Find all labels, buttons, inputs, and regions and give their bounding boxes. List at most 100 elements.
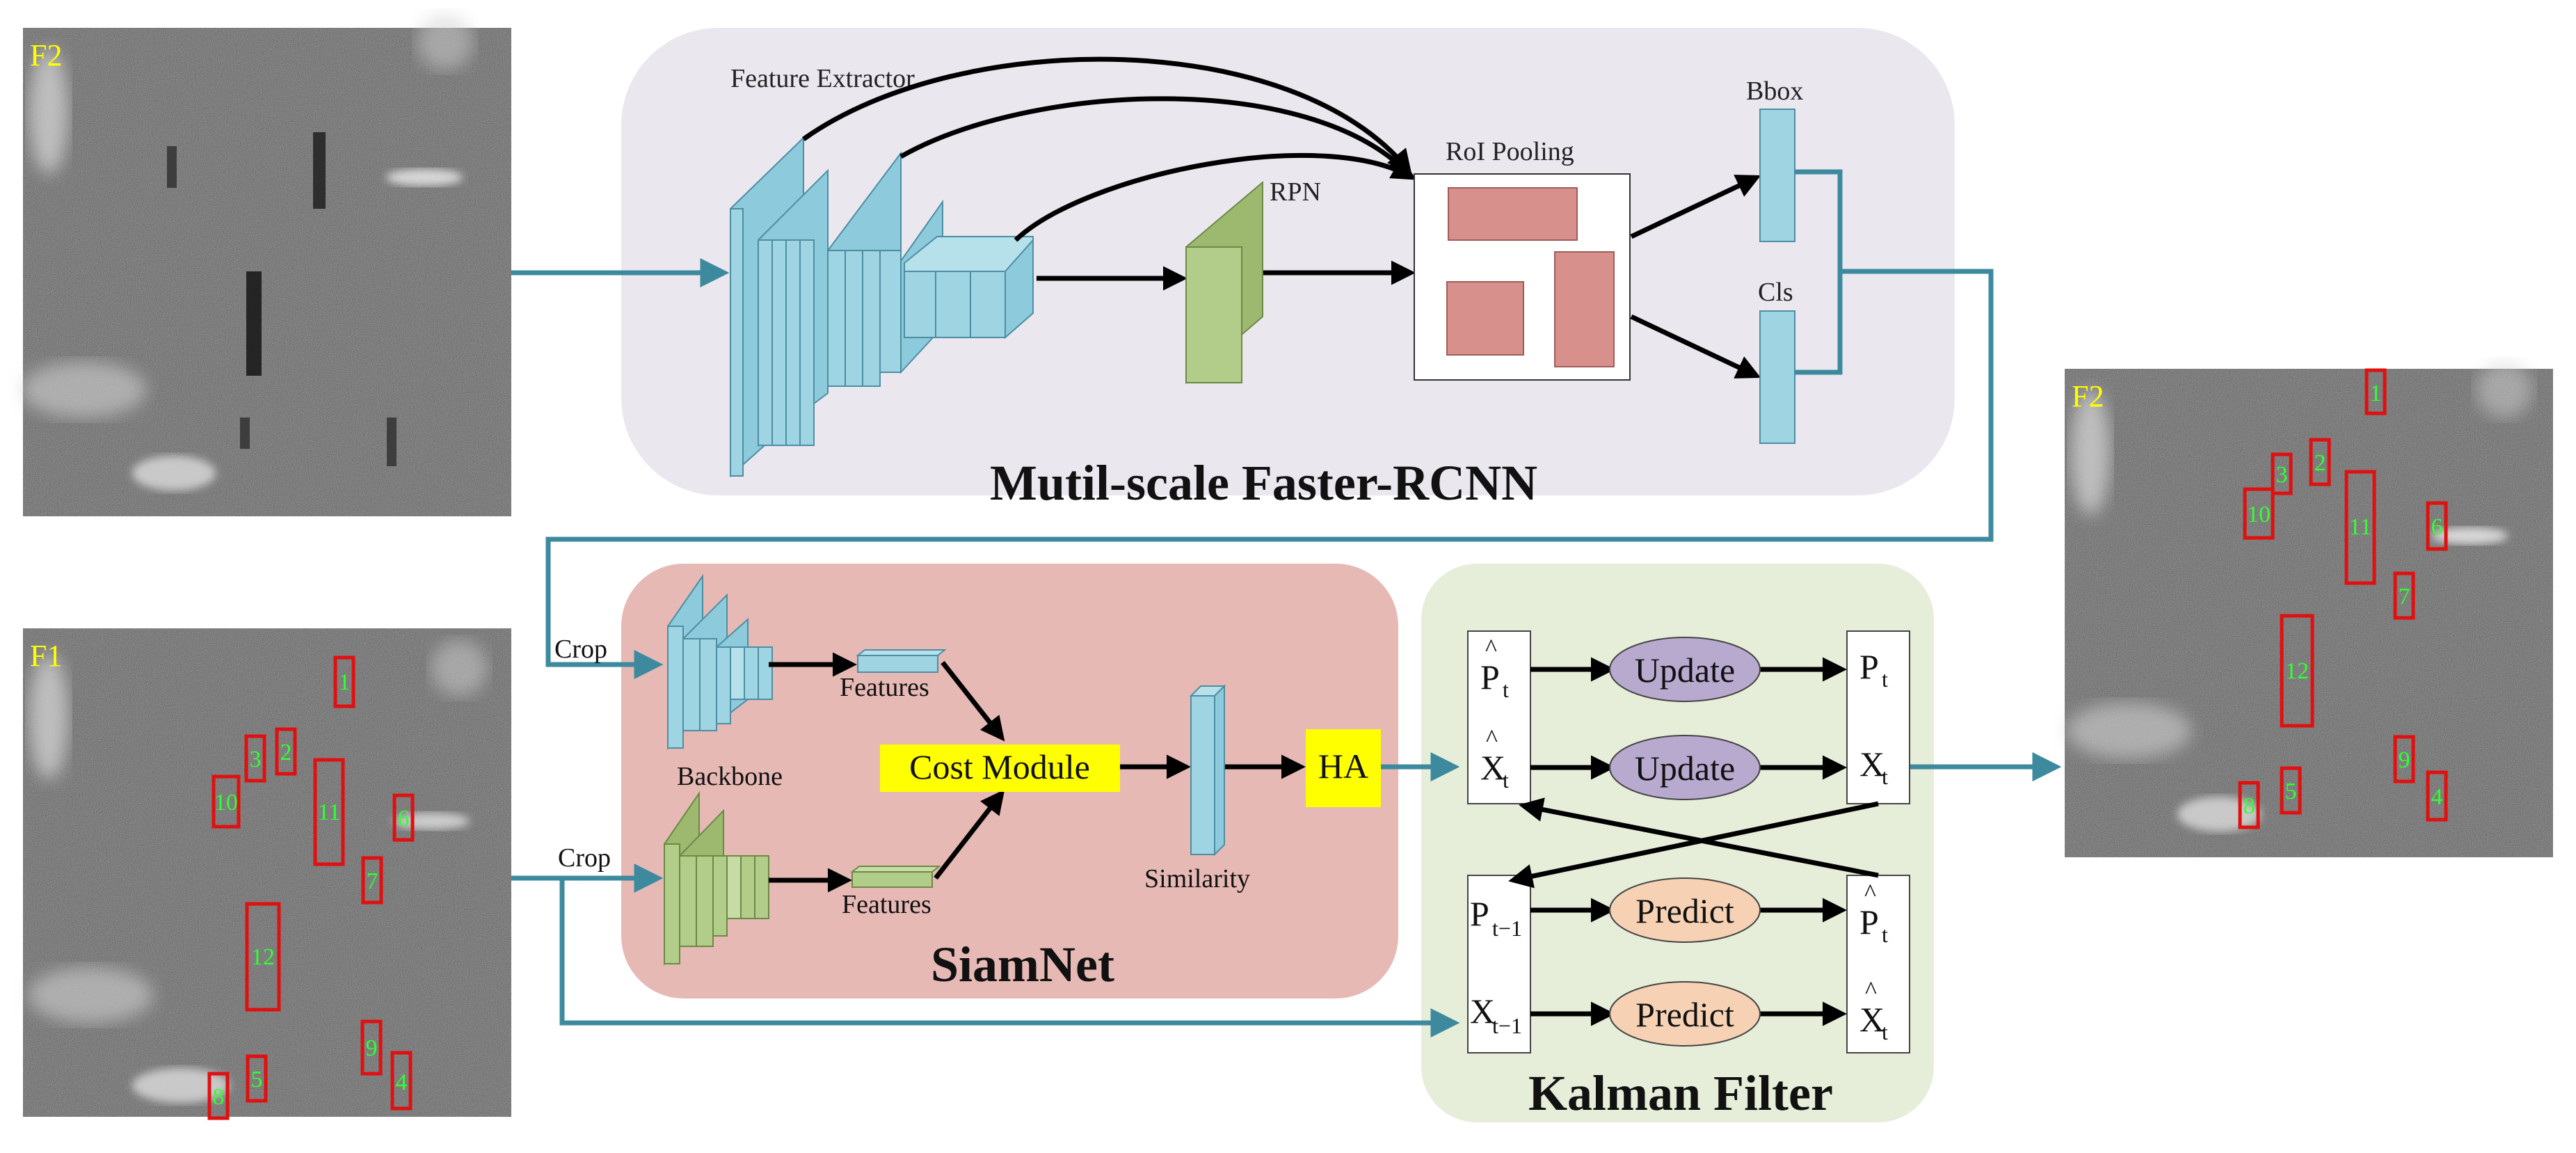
detection-box (2365, 368, 2387, 415)
feature-extractor-stack (730, 136, 1034, 478)
detection-id: 5 (2285, 779, 2297, 804)
features-label-bottom: Features (842, 890, 931, 919)
detection-box (361, 856, 383, 905)
ha-box (1306, 729, 1381, 807)
svg-text:P: P (1859, 647, 1879, 686)
detection-box (246, 1054, 268, 1103)
detection-id: 7 (2399, 584, 2410, 610)
update-ellipse-1: Update (1609, 637, 1761, 702)
detection-id: 10 (214, 790, 238, 816)
crop-label-bottom: Crop (558, 843, 611, 873)
svg-text:P: P (1859, 902, 1879, 941)
backbone-top (667, 573, 773, 750)
backbone-bottom (664, 790, 769, 966)
kalman-state-labels: P ^ t X ^ t P t X t P t−1 X t−1 P ^ t (1470, 634, 1888, 1044)
roi-pooling-label: RoI Pooling (1446, 137, 1574, 166)
p-hat-t-right: P ^ t (1859, 879, 1888, 947)
cost-module-label: Cost Module (909, 747, 1090, 786)
head-arrows (1630, 175, 1761, 379)
detection-id: 4 (396, 1069, 408, 1095)
image-label-f2-top: F2 (30, 38, 62, 72)
detection-id: 5 (251, 1067, 263, 1092)
teal-flow (511, 169, 2062, 1037)
sar-image-f2-result: F2 (2065, 362, 2553, 857)
detection-id: 1 (2370, 381, 2382, 406)
crop-label-top: Crop (554, 635, 607, 664)
detection-id: 6 (2431, 514, 2443, 540)
svg-text:P: P (1470, 894, 1489, 933)
predict-label: Predict (1635, 891, 1734, 930)
rpn-block (1185, 180, 1263, 385)
p-t-minus-1: P t−1 (1470, 894, 1522, 941)
bbox-label: Bbox (1746, 77, 1803, 106)
detection-box (333, 655, 355, 708)
detection-box (2280, 614, 2314, 728)
detection-id: 9 (366, 1035, 378, 1061)
svg-text:t: t (1503, 677, 1509, 702)
x-t-right: X t (1859, 745, 1888, 789)
predict-label: Predict (1635, 995, 1734, 1034)
predict-ellipse-1: Predict (1609, 877, 1761, 943)
svg-text:^: ^ (1485, 634, 1497, 662)
svg-text:X: X (1480, 748, 1505, 787)
detection-id: 2 (280, 740, 292, 765)
svg-text:t: t (1503, 768, 1509, 793)
svg-text:X: X (1470, 992, 1495, 1031)
detection-id: 9 (2399, 747, 2410, 773)
detection-box (2280, 766, 2302, 815)
detection-id: 8 (213, 1084, 225, 1110)
image-label-f2-result: F2 (2072, 379, 2104, 413)
update-ellipse-2: Update (1609, 735, 1761, 800)
svg-text:^: ^ (1864, 879, 1876, 907)
cls-label: Cls (1758, 278, 1793, 307)
detection-box (2393, 571, 2415, 620)
detection-box (313, 758, 345, 866)
svg-text:t: t (1882, 1019, 1888, 1044)
detection-id: 8 (2243, 793, 2255, 819)
detection-id: 1 (339, 669, 351, 695)
svg-text:t−1: t−1 (1492, 1013, 1522, 1038)
svg-text:t: t (1882, 764, 1888, 789)
faster-rcnn-title: Mutil-scale Faster-RCNN (990, 455, 1537, 511)
detection-box (2344, 470, 2376, 585)
siam-arrows (769, 652, 1306, 893)
similarity-label: Similarity (1144, 864, 1250, 893)
svg-text:X: X (1859, 745, 1885, 784)
image-label-f1: F1 (30, 639, 62, 673)
cost-module-box (880, 745, 1120, 792)
detection-box (2426, 501, 2448, 551)
svg-text:^: ^ (1486, 724, 1498, 752)
p-hat-t-left: P ^ t (1480, 634, 1509, 702)
bbox-block (1759, 109, 1795, 242)
update-label: Update (1635, 749, 1735, 788)
kalman-state-boxes (1467, 630, 1910, 1053)
svg-text:X: X (1859, 1000, 1885, 1039)
detection-box (207, 1072, 230, 1120)
skip-arrows (801, 56, 1417, 291)
detection-box (2238, 781, 2260, 829)
detection-box (360, 1019, 383, 1076)
predict-ellipse-2: Predict (1609, 981, 1761, 1047)
update-label: Update (1635, 651, 1735, 690)
detection-id: 10 (2247, 502, 2271, 527)
cls-block (1759, 310, 1795, 444)
x-t-minus-1: X t−1 (1470, 992, 1522, 1038)
feature-extractor-label: Feature Extractor (730, 64, 915, 93)
detection-box (2271, 452, 2293, 495)
rpn-label: RPN (1270, 177, 1321, 207)
detection-box (244, 734, 266, 783)
features-label-top: Features (840, 673, 929, 702)
detection-box (2243, 487, 2275, 540)
x-hat-t-left: X ^ t (1480, 724, 1509, 793)
detection-box (2393, 735, 2415, 784)
kalman-arrows (1508, 657, 1879, 1026)
detection-box (2426, 770, 2448, 822)
detection-box (392, 793, 415, 842)
x-hat-t-right: X ^ t (1859, 976, 1888, 1044)
detection-id: 3 (2276, 462, 2288, 488)
roi-pooling-block (1414, 173, 1631, 381)
kalman-filter-title: Kalman Filter (1528, 1065, 1833, 1121)
feature-vector-top (856, 649, 947, 673)
detection-id: 12 (251, 944, 275, 970)
